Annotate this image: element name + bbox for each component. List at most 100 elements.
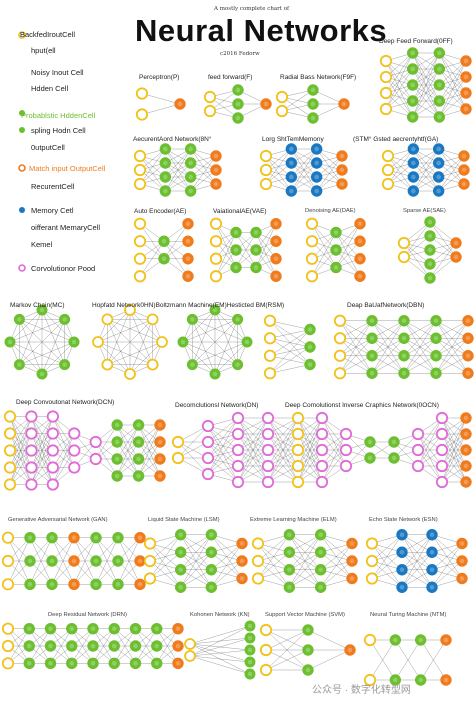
dff-node [460, 103, 472, 115]
edge [255, 223, 277, 268]
rbf-node-shine [310, 115, 316, 121]
rnn-node-shine [162, 174, 168, 180]
rnn-node [159, 185, 172, 197]
drn-node [66, 622, 78, 635]
drn-node-shine [48, 643, 53, 649]
dcn-node [25, 427, 38, 440]
edge [9, 341, 43, 375]
dn-node [261, 411, 275, 425]
ae-node [133, 217, 147, 230]
drn-node [44, 622, 57, 635]
mc-node-shine [62, 362, 67, 367]
dbn-node-shine [401, 353, 407, 359]
gan-node [46, 531, 58, 544]
drn-node-shine [175, 626, 181, 632]
dbn-node-shine [465, 318, 471, 324]
edge [192, 319, 238, 365]
drn-node [172, 640, 184, 652]
vae-node [270, 270, 282, 282]
ff-node [232, 112, 244, 124]
edge [237, 417, 269, 483]
esn-node [365, 554, 379, 568]
elm-node [283, 546, 296, 558]
dff-node-shine [410, 98, 416, 104]
svm-node-shine [305, 627, 311, 633]
caption-gan: Generative Adversarial Network (GAN) [8, 517, 108, 523]
dcn-node-shine [157, 456, 163, 462]
lsm-node [143, 572, 157, 585]
ae-node-shine [161, 256, 167, 262]
lstm-node-shine [288, 188, 294, 194]
edge [403, 338, 437, 374]
dbn-node-shine [401, 370, 407, 376]
caption-mc: Markov Chain(MC) [10, 302, 65, 309]
dff-node [406, 95, 419, 107]
esn-node [456, 555, 468, 567]
mc-node [13, 313, 25, 325]
sae-node [424, 272, 436, 284]
caption-esn: Echo State Network (ESN) [369, 517, 438, 523]
esn-node [396, 564, 408, 576]
dn-node [261, 475, 275, 489]
caption-dae: Denoising AE(DAE) [305, 208, 356, 214]
edge [289, 534, 321, 570]
lstm-node [259, 163, 273, 177]
dcn-node [132, 470, 145, 482]
edge [29, 628, 51, 664]
drn-node-shine [133, 643, 138, 649]
edge [95, 537, 119, 585]
edge [156, 628, 179, 664]
dcign-node [291, 427, 305, 441]
elm-node-shine [286, 532, 292, 538]
elm-node [314, 529, 327, 541]
edge [439, 60, 467, 86]
dcign-node [291, 411, 305, 425]
gan-node [90, 578, 102, 591]
edge [297, 417, 323, 451]
drn-node-shine [48, 660, 53, 666]
sae-node-shine [427, 247, 433, 253]
kn-node [184, 650, 196, 662]
esn-node [426, 529, 438, 541]
edge [237, 417, 269, 451]
dcn-node-shine [136, 439, 141, 445]
bm-node-shine [212, 371, 218, 377]
edge [163, 223, 189, 259]
dn-node [231, 427, 245, 441]
rbf-node-shine [310, 101, 316, 107]
dcn-node [46, 478, 59, 491]
dbn-node-shine [433, 318, 439, 324]
esn-node-shine [459, 576, 465, 581]
esn-node-shine [429, 549, 435, 555]
dbn-node [366, 315, 378, 327]
edge [265, 629, 309, 671]
edge [237, 449, 269, 483]
edge [9, 416, 32, 485]
bm-node-shine [212, 307, 218, 313]
dcign-node [364, 452, 376, 464]
kn-node-shine [247, 659, 253, 665]
dbn-node-shine [401, 335, 407, 341]
esn-node [456, 537, 468, 550]
dn-node [201, 419, 215, 433]
gru-node [407, 171, 420, 183]
vae-node-shine [273, 273, 279, 279]
bm-node-shine [190, 317, 195, 322]
edge [439, 92, 467, 118]
edge [401, 534, 433, 570]
esn-node [426, 546, 438, 558]
dcign-node [435, 427, 449, 441]
dcn-node [3, 461, 17, 474]
bm-node [209, 304, 221, 316]
gan-node-shine [71, 581, 77, 587]
dcn-node [154, 470, 166, 482]
esn-node-shine [459, 541, 465, 546]
drn-node [66, 657, 78, 670]
lstm-node [310, 143, 323, 155]
vae-node-shine [233, 230, 239, 235]
gan-node [68, 578, 80, 591]
lstm-node-shine [288, 146, 294, 152]
edge [267, 417, 299, 451]
ntm-node-shine [418, 677, 424, 683]
edge [9, 450, 32, 485]
